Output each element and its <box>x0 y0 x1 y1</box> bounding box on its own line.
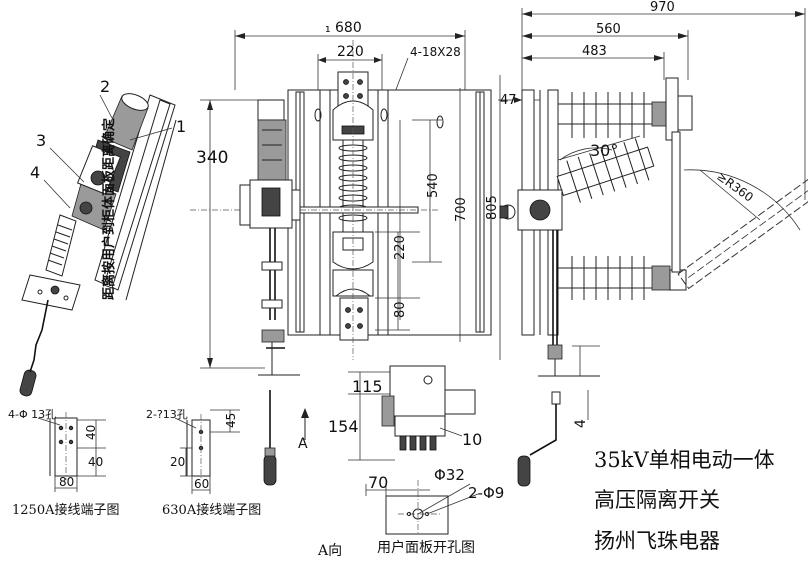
side-view <box>498 8 808 420</box>
dim-80: 80 <box>393 301 408 318</box>
panel-d32: Φ32 <box>434 466 465 484</box>
distance-note: 距离按用户到柜体面板距离确定 <box>101 118 117 300</box>
callout-3: 3 <box>36 131 46 150</box>
dim-540: 540 <box>426 173 441 198</box>
terminal-630-d60: 60 <box>194 477 209 491</box>
panel-2d9: 2-Φ9 <box>468 484 504 502</box>
dim-holes: 4-18X28 <box>410 45 461 59</box>
dim-340: 340 <box>196 148 228 168</box>
dim-220-top: 220 <box>337 44 364 60</box>
dim-30deg: 30° <box>590 141 618 160</box>
terminal-1250-holes: 4-Φ 13孔 <box>8 408 56 421</box>
dim-483: 483 <box>582 44 607 59</box>
isometric-view: 距离按用户到柜体面板距离确定 <box>19 93 177 397</box>
dim-115: 115 <box>352 377 383 396</box>
front-view <box>190 30 501 376</box>
dim-970: 970 <box>650 0 675 15</box>
terminal-1250-d40b: 40 <box>88 455 103 469</box>
title-line-3: 扬州飞珠电器 <box>594 529 720 553</box>
arrow-a-label: A <box>298 436 308 452</box>
terminal-630-caption: 630A接线端子图 <box>162 502 261 518</box>
terminal-630a <box>174 409 240 494</box>
dim-220-mid: 220 <box>393 235 408 260</box>
dim-700: 700 <box>454 197 469 222</box>
callout-1: 1 <box>176 117 186 136</box>
title-line-2: 高压隔离开关 <box>594 488 720 512</box>
terminal-1250-d80: 80 <box>59 475 74 489</box>
terminal-630-d20: 20 <box>170 455 185 469</box>
dim-805: 805 <box>485 195 500 220</box>
dim-10: 10 <box>462 430 482 449</box>
user-panel <box>365 480 479 535</box>
handles <box>263 390 561 487</box>
terminal-630-holes: 2-?13孔 <box>146 408 188 421</box>
panel-caption: 用户面板开孔图 <box>377 539 475 556</box>
terminal-1250a <box>37 412 106 492</box>
dim-340-group <box>200 99 265 369</box>
title-line-1: 35kV单相电动一体 <box>594 448 775 472</box>
callout-4: 4 <box>30 163 40 182</box>
dim-154: 154 <box>328 417 359 436</box>
dim-4: 4 <box>573 419 589 428</box>
dim-680: 680 <box>335 20 362 36</box>
dim-680-prefix: ₁ <box>325 20 331 36</box>
dim-47: 47 <box>500 93 517 108</box>
terminal-1250-caption: 1250A接线端子图 <box>12 502 119 518</box>
dim-560: 560 <box>596 22 621 37</box>
panel-70: 70 <box>368 473 388 492</box>
a-view-mechanism <box>301 365 476 461</box>
terminal-630-d45: 45 <box>224 413 238 428</box>
callout-2: 2 <box>100 77 110 96</box>
terminal-1250-d40a: 40 <box>84 425 98 440</box>
a-view-label: A向 <box>317 543 342 559</box>
